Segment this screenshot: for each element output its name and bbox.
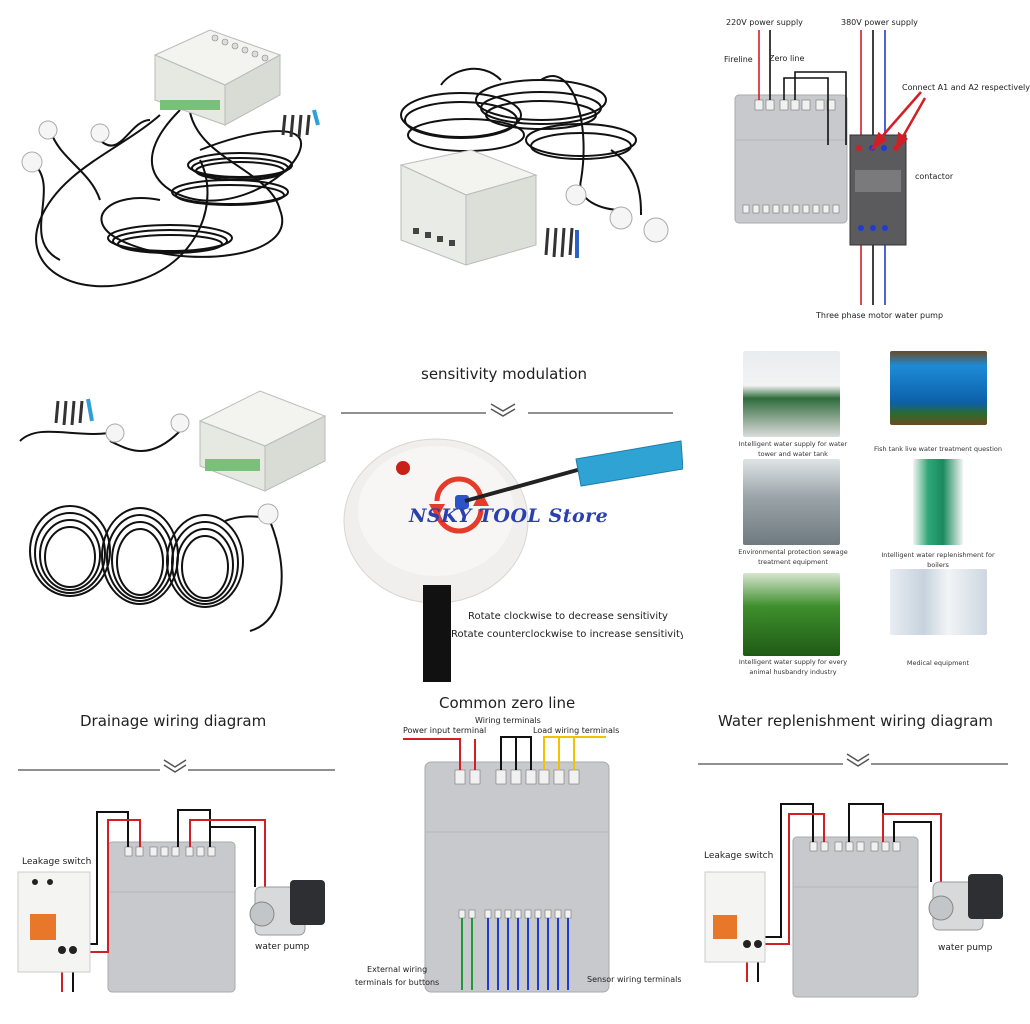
caption-husbandry: Intelligent water supply for every anima… xyxy=(738,658,848,676)
terminal-layout-panel: Common zero line xyxy=(341,682,683,1024)
drainage-wiring-panel: Drainage wiring diagram xyxy=(0,682,341,1024)
product-photo-3 xyxy=(0,341,341,682)
applications-panel: Intelligent water supply for water tower… xyxy=(683,341,1024,682)
sensitivity-graphic xyxy=(341,403,684,682)
contactor-wiring-diagram: 220V power supply 380V power supply Fire… xyxy=(683,0,1030,341)
common-zero-title: Common zero line xyxy=(439,694,576,712)
controller-board-7 xyxy=(107,841,236,993)
leakage-switch-7 xyxy=(17,871,91,973)
water-tower-image xyxy=(743,351,840,437)
contactor-wiring-graphic xyxy=(734,30,927,305)
controller-box-3 xyxy=(198,390,327,492)
controller-box xyxy=(153,29,282,126)
screwdriver-icon xyxy=(464,467,582,503)
label-power-input: Power input terminal xyxy=(403,726,487,735)
counterclockwise-instruction: Rotate counterclockwise to increase sens… xyxy=(451,629,686,640)
product-photo-1-graphic xyxy=(21,29,320,288)
chevron-down-icon xyxy=(846,753,870,762)
sensitivity-panel: sensitivity modulation NSKY TOOL Store R… xyxy=(341,341,686,682)
controller-board-9 xyxy=(792,836,919,998)
fish-tank-image xyxy=(890,351,987,425)
label-fireline: Fireline xyxy=(724,55,753,64)
drainage-wiring-graphic xyxy=(17,759,335,993)
label-sensor-terminals: Sensor wiring terminals xyxy=(587,975,682,984)
label-zero-line: Zero line xyxy=(769,54,805,63)
label-220v: 220V power supply xyxy=(726,18,803,27)
store-watermark: NSKY TOOL Store xyxy=(409,505,609,527)
replenishment-wiring-panel: Water replenishment wiring diagram xyxy=(683,682,1024,1024)
label-380v: 380V power supply xyxy=(841,18,918,27)
clockwise-instruction: Rotate clockwise to decrease sensitivity xyxy=(468,611,668,622)
sensitivity-title: sensitivity modulation xyxy=(421,365,588,383)
agriculture-image xyxy=(743,573,840,656)
contactor xyxy=(849,134,907,246)
product-photo-1 xyxy=(0,0,341,341)
water-pump-7 xyxy=(249,880,325,936)
replenishment-title: Water replenishment wiring diagram xyxy=(718,712,994,730)
caption-medical: Medical equipment xyxy=(906,659,970,667)
sewage-treatment-image xyxy=(743,459,840,545)
water-pump-9 xyxy=(928,874,1003,931)
caption-boilers: Intelligent water replenishment for boil… xyxy=(881,551,995,569)
label-wiring-terminals: Wiring terminals xyxy=(475,716,541,725)
caption-water-tower: Intelligent water supply for water tower… xyxy=(738,440,848,458)
chevron-down-icon xyxy=(163,759,187,768)
replenishment-wiring-graphic xyxy=(698,753,1008,998)
drainage-label-leakage-switch: Leakage switch xyxy=(22,857,92,867)
medical-equipment-image xyxy=(890,569,987,635)
label-contactor: contactor xyxy=(915,172,954,181)
label-three-phase-pump: Three phase motor water pump xyxy=(816,311,944,320)
caption-fish-tank: Fish tank live water treatment question xyxy=(874,445,1002,453)
replenishment-label-water-pump: water pump xyxy=(938,943,993,953)
controller-board-3 xyxy=(734,94,848,224)
label-connect-a1-a2: Connect A1 and A2 respectively xyxy=(902,83,1030,92)
indicator-led-icon xyxy=(396,461,410,475)
product-photo-2 xyxy=(341,0,683,341)
replenishment-label-leakage-switch: Leakage switch xyxy=(704,851,774,861)
controller-box-2 xyxy=(399,149,538,266)
leakage-switch-9 xyxy=(704,871,766,963)
terminal-layout-graphic xyxy=(403,736,610,993)
product-photo-2-graphic xyxy=(399,67,669,266)
caption-sewage: Environmental protection sewage treatmen… xyxy=(738,548,848,566)
chevron-down-icon xyxy=(490,403,516,412)
sensor-cable xyxy=(423,585,451,682)
boiler-image xyxy=(913,459,963,545)
drainage-label-water-pump: water pump xyxy=(255,942,310,952)
drainage-title: Drainage wiring diagram xyxy=(80,712,267,730)
label-external-buttons: External wiring terminals for buttons xyxy=(355,965,440,987)
product-photo-3-graphic xyxy=(19,390,327,632)
label-load-wiring: Load wiring terminals xyxy=(533,726,620,735)
